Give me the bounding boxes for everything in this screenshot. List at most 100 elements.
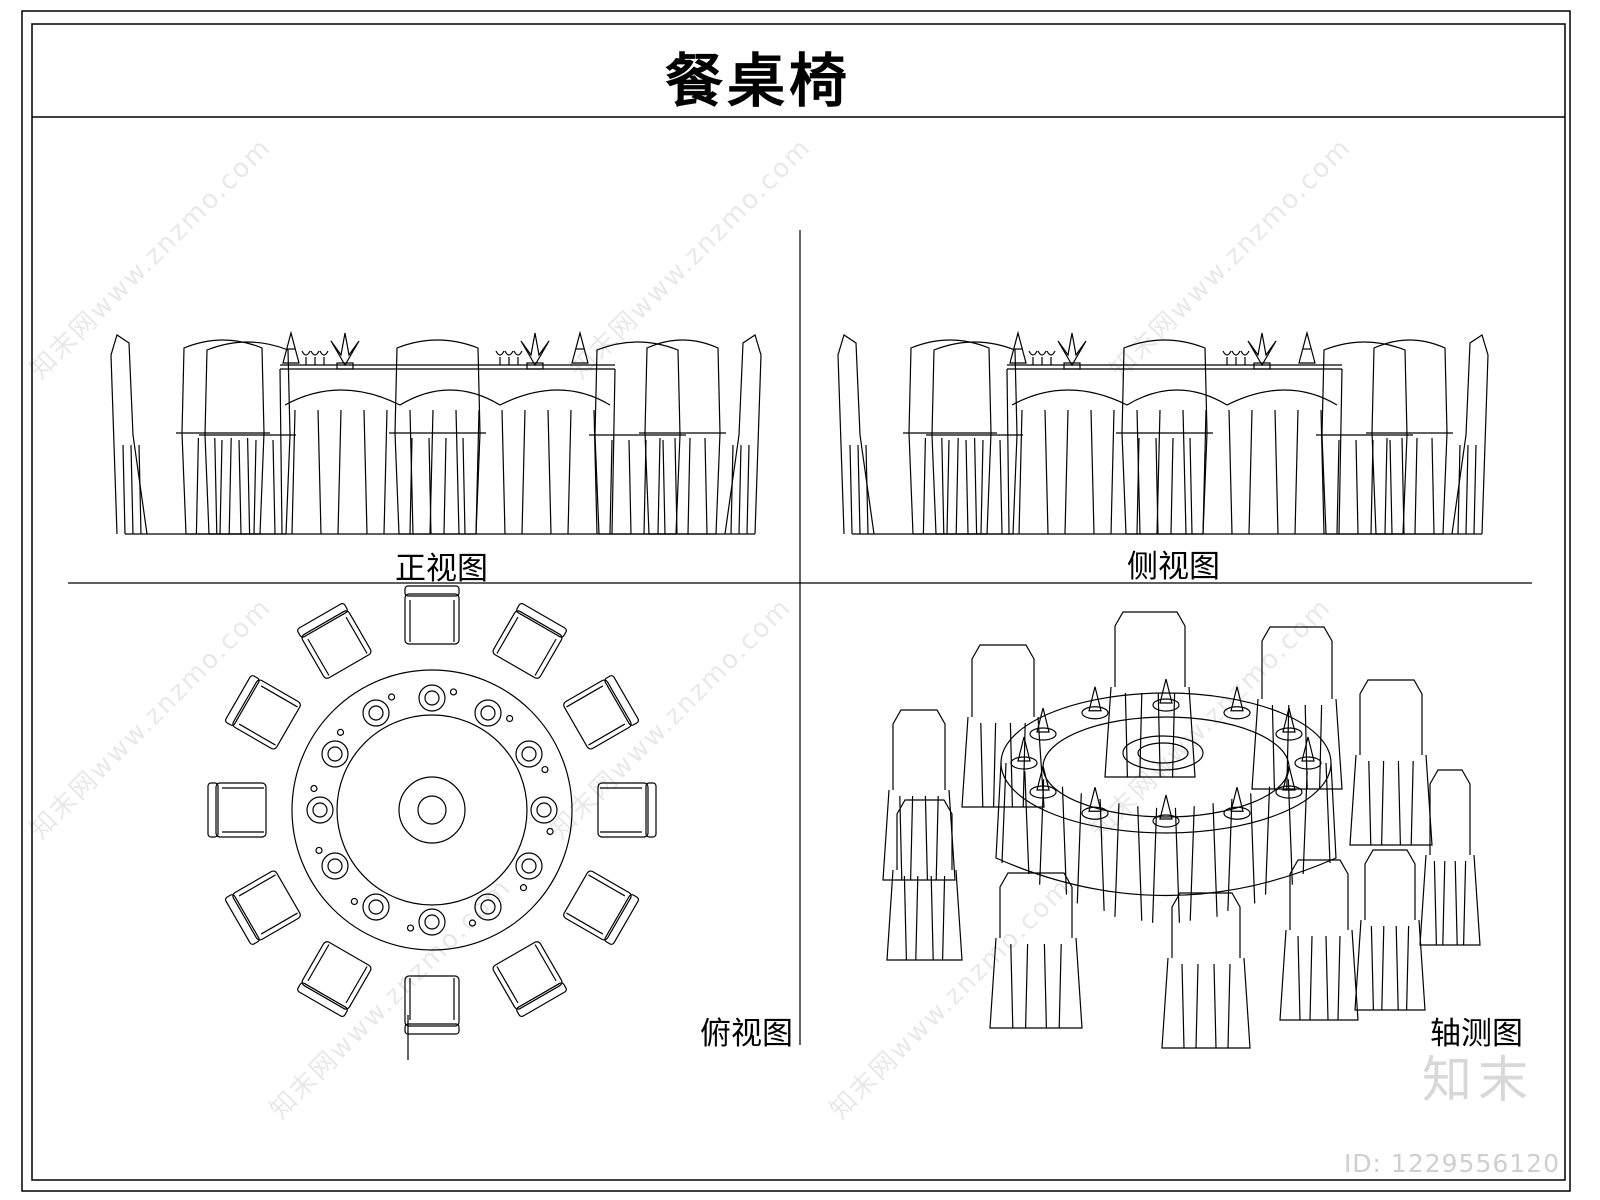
chair-backrest [604, 894, 639, 945]
chair-backrest [404, 585, 460, 597]
skirt-fold [609, 439, 613, 535]
folded-napkin [1230, 787, 1244, 812]
skirt-fold [974, 437, 978, 535]
tablecloth-fold [317, 409, 322, 535]
skirt-fold [980, 439, 984, 535]
tablecloth-fold [383, 409, 388, 535]
tablecloth-fold [547, 409, 552, 535]
tablecloth-fold [1264, 786, 1271, 895]
chair-side-detail [260, 912, 298, 935]
skirt-fold [955, 437, 959, 535]
folded-napkin [1282, 765, 1296, 791]
chair-back [1289, 859, 1349, 930]
skirt-fold [941, 437, 945, 535]
plate-inner [312, 802, 328, 818]
chair-backrest [404, 1023, 460, 1035]
table-top [1000, 692, 1332, 834]
chair-seat [597, 782, 649, 838]
tablecloth-fold [1174, 807, 1181, 923]
plate-inner [536, 802, 552, 818]
plate [474, 699, 502, 727]
plate-inner [327, 858, 343, 874]
plant-leaves [1057, 332, 1087, 367]
chair-back [892, 709, 946, 790]
tablecloth-fold [1044, 409, 1049, 535]
plate [1223, 706, 1251, 720]
skirt-fold [1297, 935, 1301, 1021]
front-view-label: 正视图 [395, 551, 488, 587]
napkin [1298, 330, 1316, 364]
side-chair-profile [837, 334, 875, 535]
skirt-fold [1170, 437, 1174, 535]
round-table [279, 364, 616, 535]
skirt-fold [195, 437, 199, 535]
chair-back [1171, 892, 1241, 958]
chair-back [1114, 611, 1186, 687]
plate-inner [327, 746, 343, 762]
skirt-fold [1022, 722, 1026, 808]
skirt-fold [1172, 692, 1176, 778]
chair-backrest [225, 675, 260, 726]
glass-top [387, 693, 396, 701]
skirt-fold [980, 722, 984, 808]
chair-side-detail [566, 685, 604, 708]
chair-seat [301, 941, 372, 1010]
tablecloth-fold [521, 409, 526, 535]
plate-inner [424, 690, 440, 706]
chair-backrest [297, 603, 348, 638]
center-dish-inner [417, 795, 447, 825]
skirt-fold [1155, 437, 1159, 535]
skirt-fold [1025, 943, 1029, 1029]
skirt-fold [228, 437, 232, 535]
chair-back [1429, 769, 1471, 855]
tablecloth-fold [567, 409, 572, 535]
glass-bowl [504, 350, 514, 356]
tablecloth-left [1006, 368, 1010, 535]
skirt-fold [687, 437, 691, 535]
plate [530, 796, 558, 824]
plan-chair [404, 975, 460, 1035]
skirt-fold [1157, 692, 1161, 778]
skirt-fold [849, 444, 853, 535]
skirt-fold [1454, 860, 1458, 946]
inner-frame [31, 23, 1566, 1181]
skirt-fold [628, 439, 632, 535]
center-dish-outer [398, 776, 466, 844]
plate [362, 699, 390, 727]
chair-skirt [1161, 957, 1251, 1049]
chair-skirt [989, 937, 1083, 1029]
chair-backrest [516, 982, 567, 1017]
chair-back [1321, 341, 1408, 535]
skirt-fold [1397, 760, 1401, 846]
skirt-fold [1433, 860, 1437, 946]
skirt-fold [946, 439, 950, 535]
skirt-fold [1465, 444, 1469, 535]
chair-back [1261, 626, 1333, 699]
tablecloth-fold [1064, 409, 1069, 535]
skirt-fold [935, 795, 939, 881]
plate-inner [368, 705, 384, 721]
plant-pot [1063, 362, 1081, 370]
glasses [495, 350, 523, 365]
skirt-fold [1381, 925, 1385, 1011]
plant-pot [1253, 362, 1271, 370]
chair-back [394, 339, 481, 535]
napkin [1009, 330, 1027, 364]
plate [418, 684, 446, 712]
chair-skirt [1419, 854, 1481, 946]
skirt-fold [910, 795, 914, 881]
side-chair-profile [110, 334, 148, 535]
glasses [1028, 350, 1056, 365]
skirt-fold [1124, 692, 1128, 778]
napkin-fold [1009, 330, 1027, 364]
center-dish-inner [1137, 742, 1189, 764]
skirt-fold [930, 875, 934, 961]
skirt-fold [999, 439, 1003, 535]
chair-side-detail [588, 723, 626, 746]
skirt-fold [1304, 704, 1308, 790]
skirt-fold [1058, 943, 1062, 1029]
glass-top [506, 714, 514, 723]
plate [515, 852, 543, 880]
tablecloth-right [611, 368, 616, 535]
